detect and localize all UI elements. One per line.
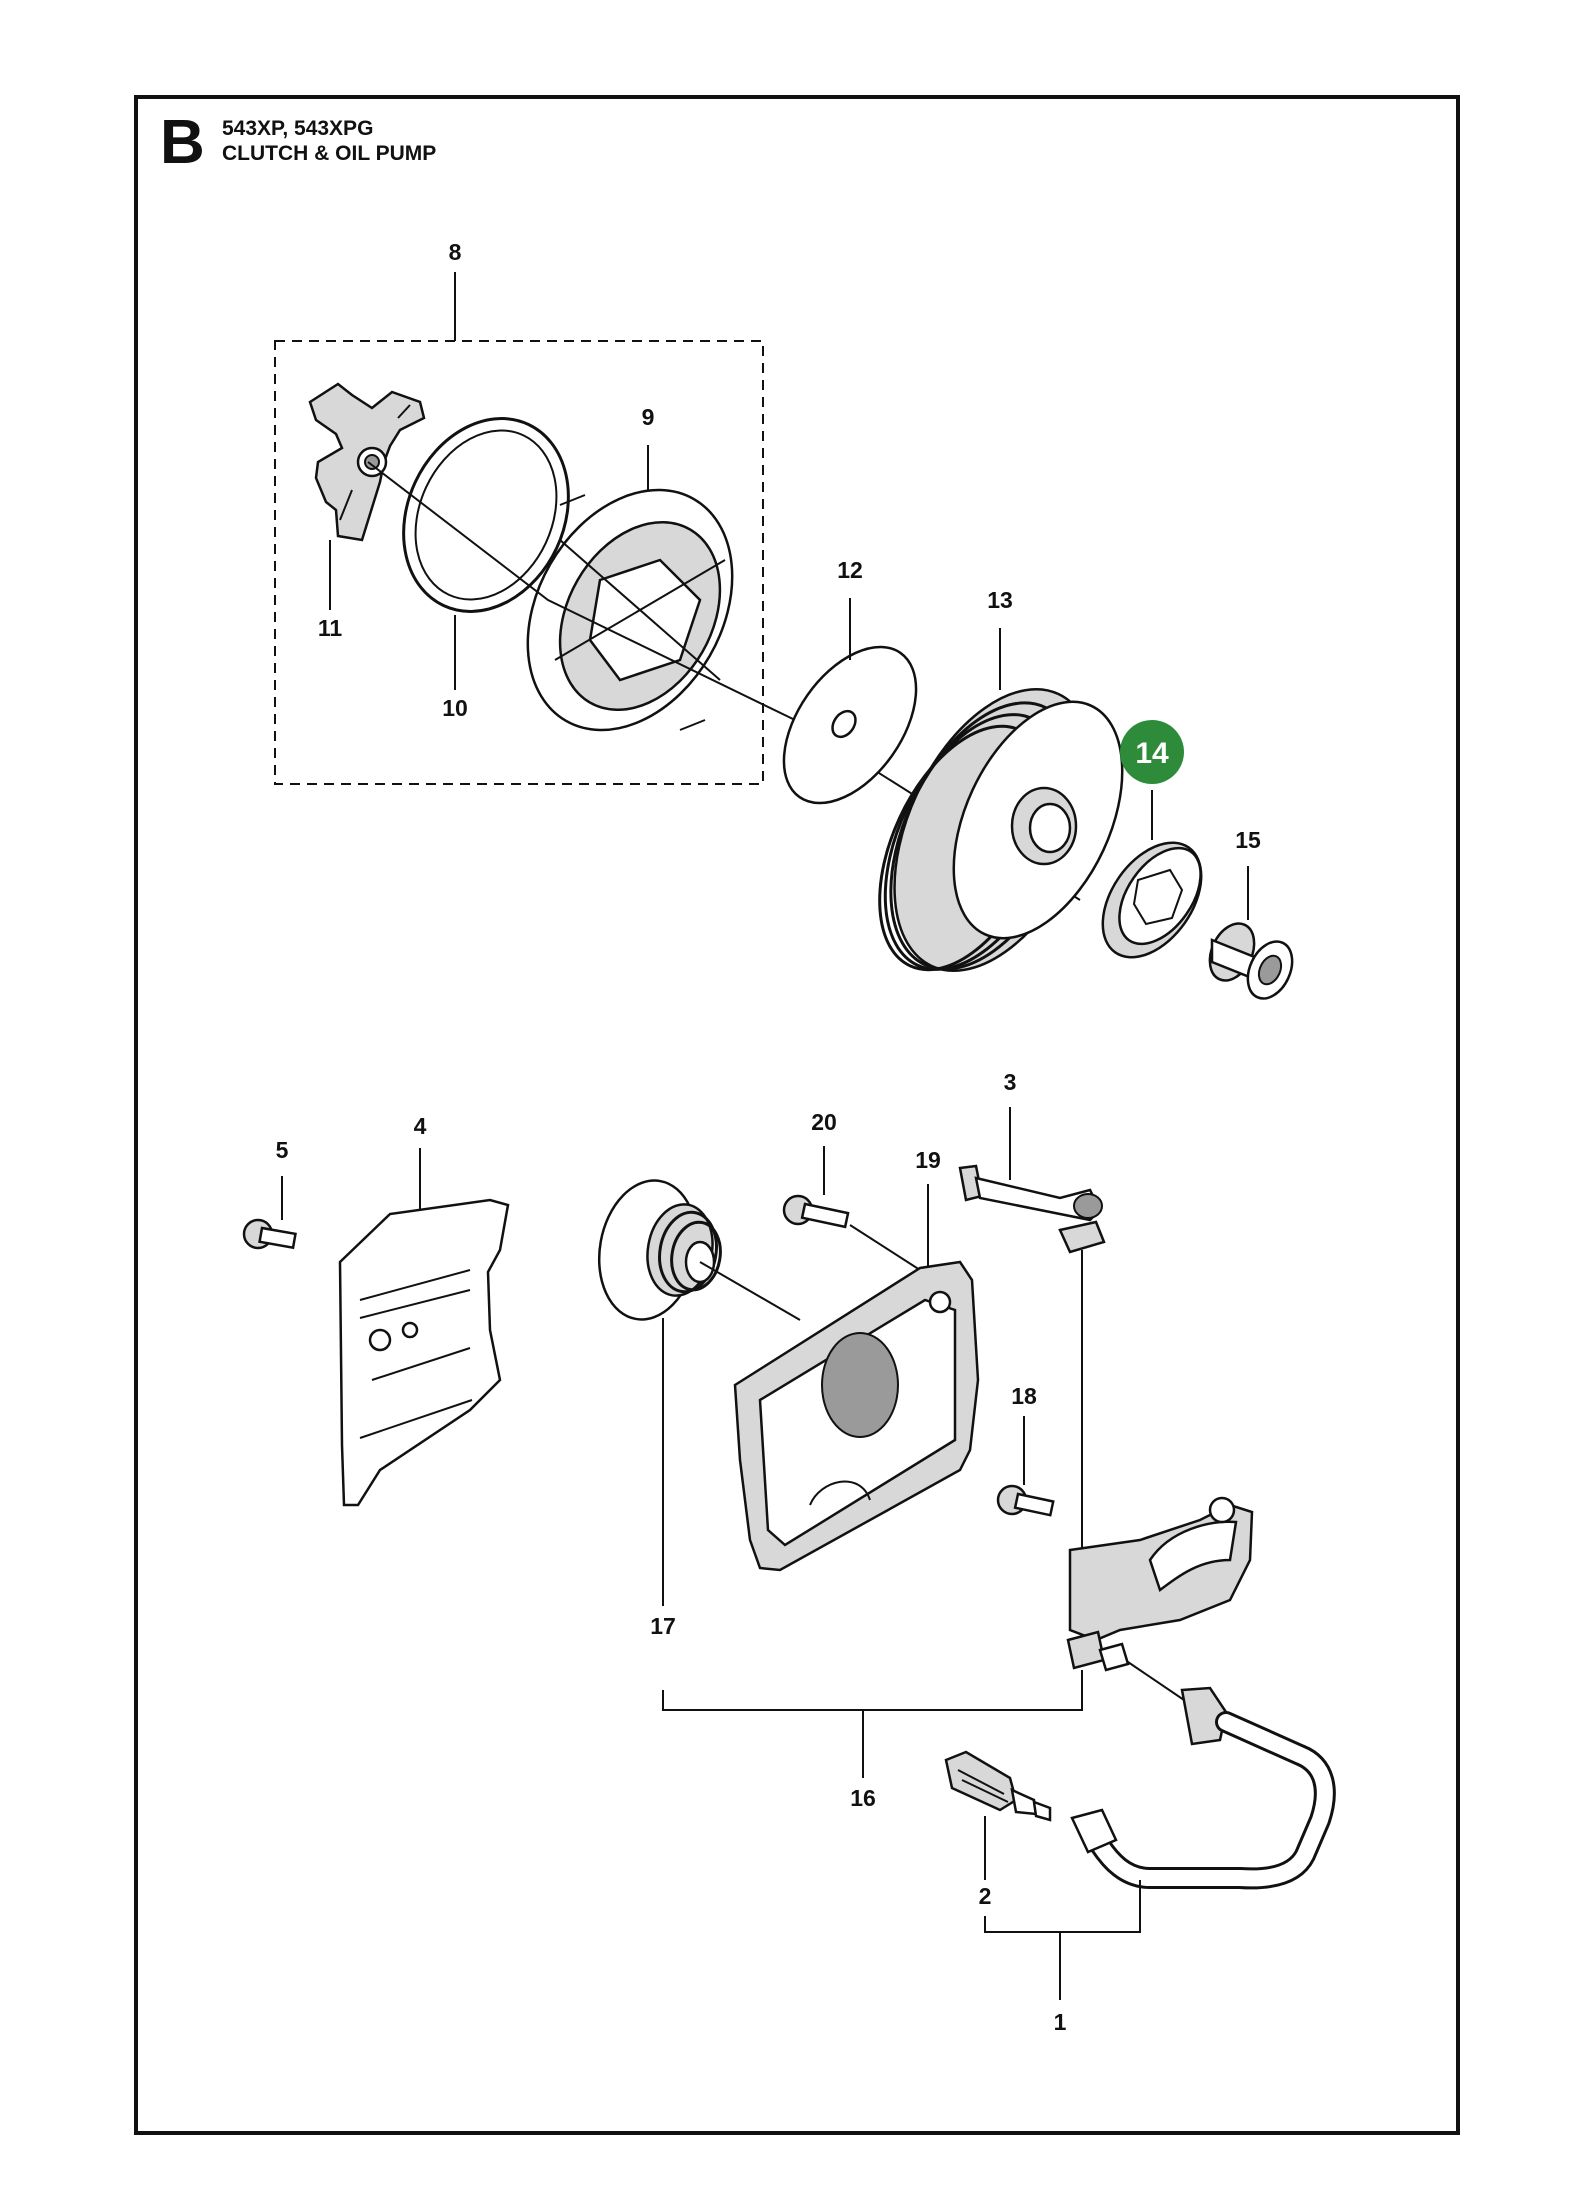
callout-9[interactable]: 9 — [642, 404, 655, 430]
diagram-title: CLUTCH & OIL PUMP — [222, 142, 437, 165]
page-frame — [134, 95, 1460, 2135]
callout-19[interactable]: 19 — [915, 1147, 941, 1173]
part-1-oil-hose — [1070, 1686, 1336, 1890]
model-names: 543XP, 543XPG — [222, 117, 374, 140]
part-4-guide-plate — [338, 1198, 510, 1507]
callout-11[interactable]: 11 — [318, 615, 343, 641]
part-15-needle-bearing — [1208, 922, 1294, 1000]
callout-8[interactable]: 8 — [449, 239, 462, 265]
part-17-oil-cap — [597, 1179, 722, 1321]
callout-2[interactable]: 2 — [979, 1883, 992, 1909]
callout-18[interactable]: 18 — [1011, 1383, 1037, 1409]
part-13-clutch-drum — [878, 688, 1124, 972]
callout-17[interactable]: 17 — [650, 1613, 676, 1639]
callout-5[interactable]: 5 — [276, 1137, 289, 1163]
axis-line-hose — [1127, 1661, 1185, 1701]
callout-13[interactable]: 13 — [987, 587, 1013, 613]
callout-3[interactable]: 3 — [1004, 1069, 1017, 1095]
part-18-bolt — [996, 1484, 1055, 1517]
part-10-clutch-spring — [402, 417, 570, 613]
bracket-1 — [984, 1880, 1141, 1933]
part-16-oil-pump — [1066, 1496, 1254, 1672]
bracket-16 — [662, 1670, 1083, 1711]
part-14-rim-sprocket — [1101, 841, 1203, 959]
part-9-clutch-shoes — [526, 488, 734, 732]
callout-14-highlight-badge — [1120, 720, 1184, 784]
section-letter: B — [160, 108, 205, 177]
diagram-header: 543XP, 543XPG CLUTCH & OIL PUMP — [222, 116, 436, 166]
axis-line-cap — [699, 1261, 801, 1321]
part-2-oil-filter — [944, 1750, 1052, 1822]
callout-1[interactable]: 1 — [1054, 2009, 1067, 2035]
callout-16[interactable]: 16 — [850, 1785, 876, 1811]
part-20-bolt — [782, 1194, 850, 1229]
part-11-clutch-spider — [308, 382, 426, 542]
callout-4[interactable]: 4 — [414, 1113, 427, 1139]
callout-10[interactable]: 10 — [442, 695, 468, 721]
callout-12[interactable]: 12 — [837, 557, 863, 583]
part-12-washer — [782, 645, 918, 805]
axis-line-bolt20 — [849, 1224, 921, 1271]
callout-14[interactable]: 14 — [1135, 737, 1169, 770]
callout-15[interactable]: 15 — [1235, 827, 1261, 853]
part-19-clutch-cover — [733, 1260, 980, 1572]
clutch-group-box — [274, 340, 764, 785]
part-3-pump-arm — [958, 1164, 1106, 1254]
callout-20[interactable]: 20 — [811, 1109, 837, 1135]
part-5-bolt — [242, 1218, 297, 1250]
